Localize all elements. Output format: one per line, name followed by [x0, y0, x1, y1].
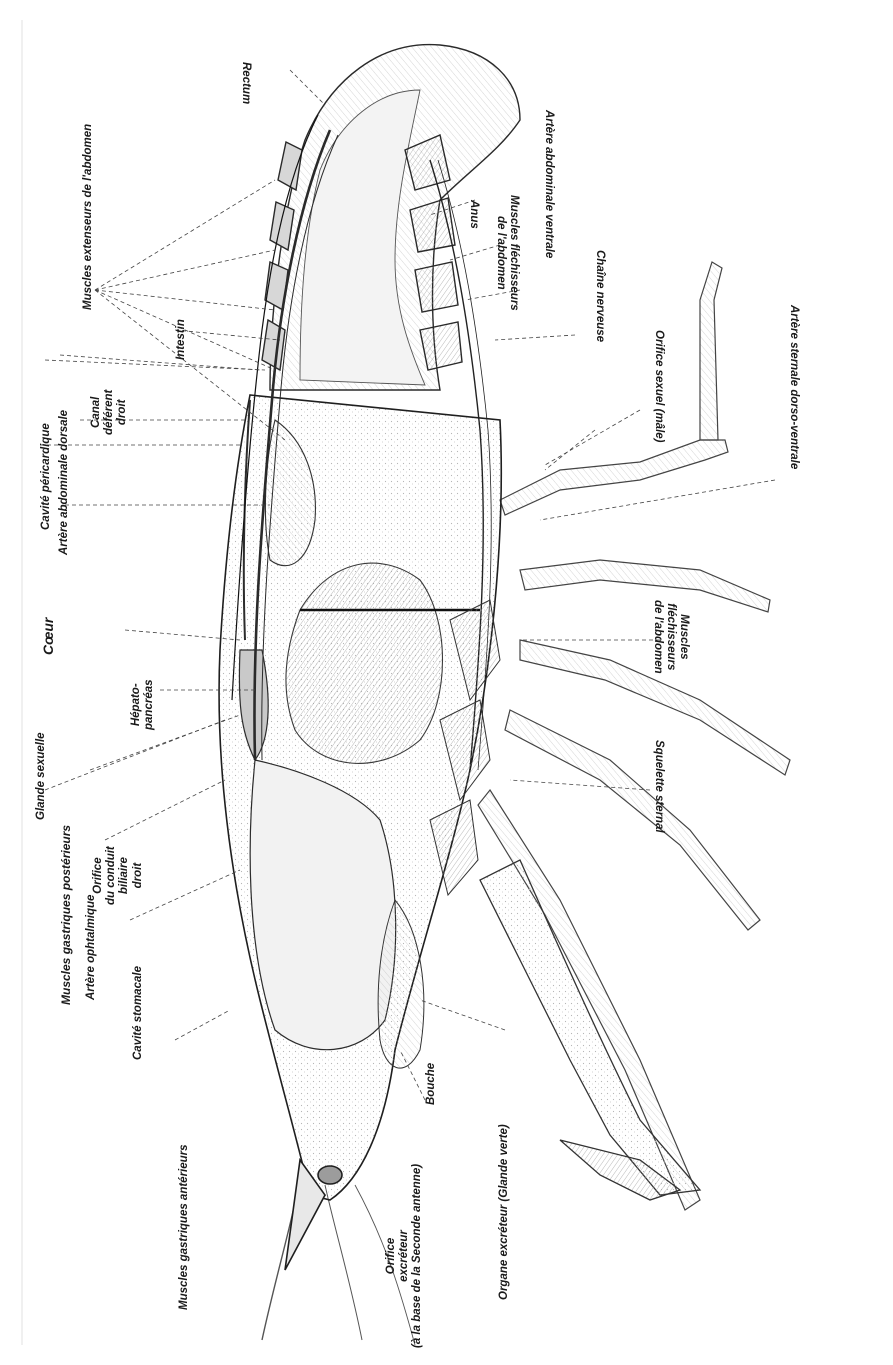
label-orifice-sexuel: Orifice sexuel (mâle) — [652, 330, 665, 443]
label-muscles-gastriques-anterieurs: Muscles gastriques antérieurs — [178, 1144, 191, 1310]
label-chaine-nerveuse: Chaîne nerveuse — [593, 250, 606, 342]
label-muscles-flechisseurs-1: Muscles fléchisseurs de l'abdomen — [494, 195, 520, 311]
label-orifice-conduit-biliaire: Orifice du conduit biliaire droit — [92, 846, 145, 905]
label-intestin: Intestin — [175, 319, 188, 360]
label-artere-ophtalmique: Artère ophtalmique — [85, 895, 98, 1000]
label-squelette-sternal: Squelette sternal — [652, 740, 665, 833]
label-canal-deferent: Canal déférent droit — [90, 390, 130, 435]
label-orifice-excreteur: Orifice excréteur (à la base de la Secon… — [385, 1164, 425, 1348]
label-cavite-stomacale: Cavité stomacale — [132, 966, 145, 1060]
label-rectum: Rectum — [239, 62, 252, 104]
label-coeur: Cœur — [40, 618, 56, 655]
label-artere-sternale: Artère sternale dorso-ventrale — [787, 305, 800, 469]
walking-legs — [478, 262, 790, 1210]
label-organe-excreteur: Organe excréteur (Glande verte) — [498, 1124, 511, 1300]
label-anus: Anus — [467, 200, 480, 229]
label-glande-sexuelle: Glande sexuelle — [35, 732, 48, 820]
label-artere-abdominale-dorsale: Artère abdominale dorsale — [58, 410, 71, 555]
label-artere-abdominale-ventrale: Artère abdominale ventrale — [542, 110, 555, 258]
label-cavite-pericardique: Cavité péricardique — [40, 423, 53, 530]
label-muscles-extenseurs: Muscles extenseurs de l'abdomen — [82, 124, 95, 310]
label-muscles-flechisseurs-2: Muscles fléchisseurs de l'abdomen — [650, 600, 690, 674]
label-bouche: Bouche — [425, 1063, 438, 1105]
label-hepatopancreas: Hépato- pancréas — [130, 679, 156, 730]
label-muscles-gastriques-posterieurs: Muscles gastriques postérieurs — [60, 825, 74, 1005]
